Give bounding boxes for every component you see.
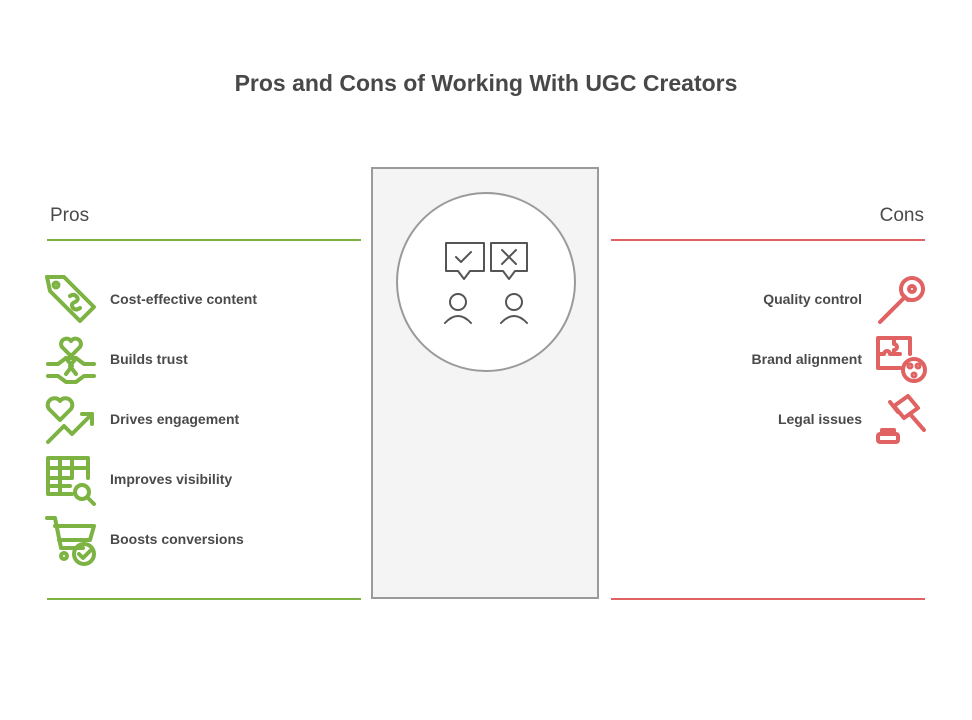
pros-item-label: Drives engagement xyxy=(110,411,240,427)
pros-item-boosts-conversions: Boosts conversions xyxy=(44,514,364,566)
puzzle-palette-icon xyxy=(874,334,928,391)
pros-item-drives-engagement: Drives engagement xyxy=(44,394,364,446)
center-circle xyxy=(396,192,576,372)
cons-item-brand-alignment: Brand alignment xyxy=(610,334,928,386)
pros-item-builds-trust: Builds trust xyxy=(44,334,364,386)
cons-item-label: Brand alignment xyxy=(751,351,862,367)
pros-item-cost-effective: Cost-effective content xyxy=(44,274,364,326)
gavel-icon xyxy=(874,394,928,451)
cons-item-label: Legal issues xyxy=(777,411,862,427)
diagram-title: Pros and Cons of Working With UGC Creato… xyxy=(234,70,738,96)
pros-heading: Pros xyxy=(50,205,90,226)
cons-heading: Cons xyxy=(879,205,924,226)
cons-top-divider xyxy=(611,239,925,241)
magnifier-icon xyxy=(874,274,928,331)
approve-reject-people-icon xyxy=(441,240,531,335)
pros-top-divider xyxy=(47,239,361,241)
pros-bottom-divider xyxy=(47,598,361,600)
cons-item-label: Quality control xyxy=(763,291,862,307)
pros-item-improves-visibility: Improves visibility xyxy=(44,454,364,506)
table-search-icon xyxy=(44,454,98,511)
heart-handshake-icon xyxy=(44,334,98,391)
cart-check-icon xyxy=(44,514,98,571)
cons-bottom-divider xyxy=(611,598,925,600)
heart-trend-up-icon xyxy=(44,394,98,451)
pros-item-label: Boosts conversions xyxy=(110,531,244,547)
cons-item-legal-issues: Legal issues xyxy=(610,394,928,446)
pros-item-label: Cost-effective content xyxy=(110,291,258,307)
price-tag-icon xyxy=(44,274,98,331)
pros-item-label: Improves visibility xyxy=(110,471,233,487)
pros-item-label: Builds trust xyxy=(110,351,188,367)
cons-item-quality-control: Quality control xyxy=(610,274,928,326)
